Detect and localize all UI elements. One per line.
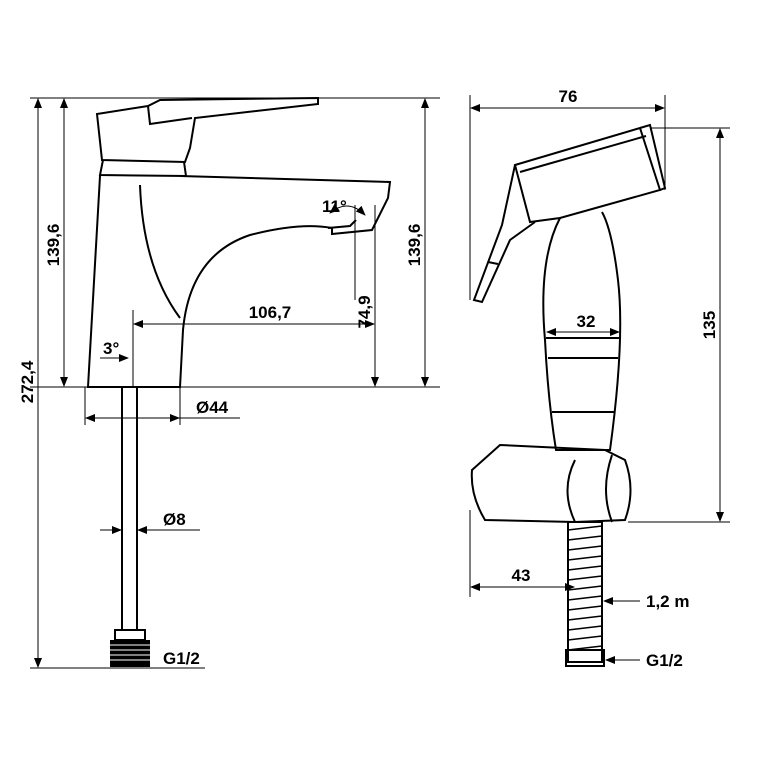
faucet-thread-label: G1/2 <box>163 649 200 668</box>
shower-width-label: 76 <box>559 87 578 106</box>
hand-shower-drawing <box>470 123 667 667</box>
holder-depth-label: 43 <box>512 566 531 585</box>
total-height-label: 272,4 <box>18 360 37 403</box>
spout-angle-label: 11° <box>322 197 347 216</box>
faucet-dimensions <box>30 97 440 669</box>
body-height-left-label: 139,6 <box>44 224 63 267</box>
shower-thread-label: G1/2 <box>646 651 683 670</box>
spout-height-label: 74,9 <box>355 295 374 328</box>
shower-height-label: 135 <box>700 311 719 339</box>
hose-length-label: 1,2 m <box>646 592 689 611</box>
handle-diameter-label: 32 <box>577 312 596 331</box>
hand-shower-dimensions <box>469 95 730 664</box>
body-height-right-label: 139,6 <box>405 224 424 267</box>
pipe-diameter-label: Ø8 <box>163 510 186 529</box>
base-diameter-label: Ø44 <box>196 398 229 417</box>
spout-reach-label: 106,7 <box>249 303 292 322</box>
body-tilt-label: 3° <box>103 339 119 358</box>
faucet-drawing <box>86 96 392 667</box>
